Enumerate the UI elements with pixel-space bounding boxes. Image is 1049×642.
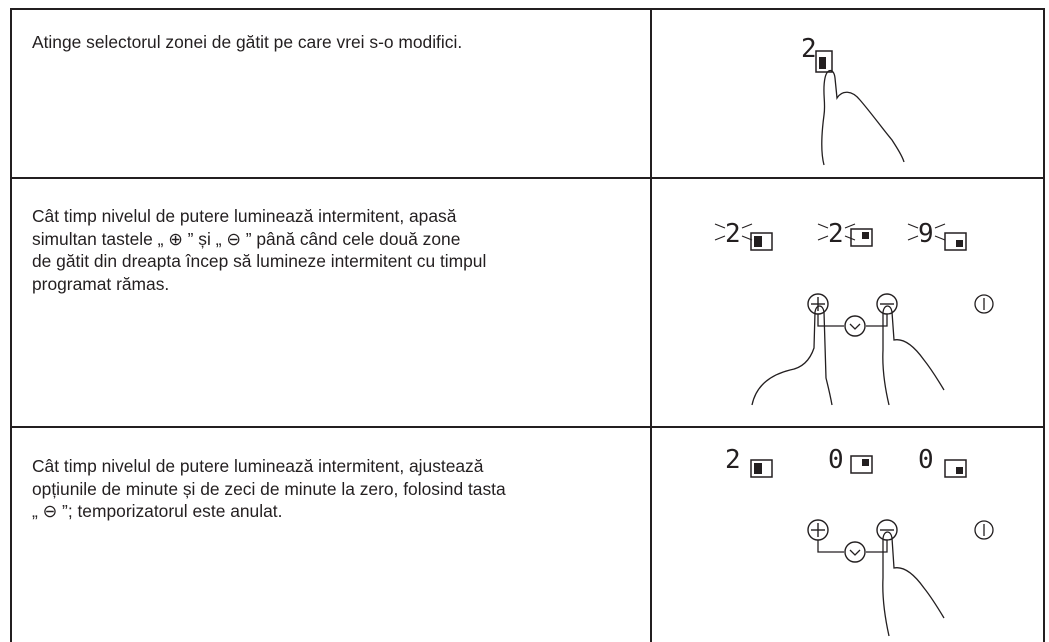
timer-tens-digit: 2 [828,219,844,249]
timer-clock-icon [844,315,866,337]
zone-fill [862,232,869,239]
zone-fill [956,240,963,247]
zone-fill [819,57,826,69]
zone-icon [750,232,773,251]
zone-fill [754,463,762,474]
step-3-illustration: 2 0 0 [725,445,994,637]
row-divider [10,177,1045,179]
zone-icon [944,232,967,251]
timer-tens-digit: 0 [828,445,844,475]
zone-icon [850,228,873,247]
zone-icon [944,459,967,478]
power-button-icon [974,294,994,314]
power-level-digit: 2 [725,445,741,475]
step-3-line: opțiunile de minute și de zeci de minute… [32,478,506,499]
step-1-instruction: Atinge selectorul zonei de gătit pe care… [32,32,463,52]
blink-rays-icon [714,223,946,241]
step-3-line: „ ⊖ ”; temporizatorul este anulat. [32,501,283,521]
power-button-icon [974,520,994,540]
zone-selector-icon [815,50,833,73]
timer-minutes-digit: 9 [918,219,934,249]
zone-icon [850,455,873,474]
step-2-illustration: 2 2 9 [714,219,994,406]
step-3-line: Cât timp nivelul de putere luminează int… [32,456,484,476]
zone-fill [754,236,762,247]
column-divider [650,8,652,642]
timer-minutes-digit: 0 [918,445,934,475]
step-2-line: simultan tastele „ ⊕ ” și „ ⊖ ” până cân… [32,228,461,249]
power-level-digit: 2 [725,219,741,249]
step-1-illustration: 2 [801,34,905,166]
finger-pointer-icon [821,69,905,166]
step-2-line: Cât timp nivelul de putere luminează int… [32,206,457,226]
row-divider [10,426,1045,428]
instruction-table [10,8,1045,642]
step-3-instruction: Cât timp nivelul de putere luminează int… [32,455,632,523]
timer-clock-icon [844,541,866,563]
step-2-line: programat rămas. [32,273,170,294]
left-finger-icon [751,305,833,406]
step-2-line: de gătit din dreapta încep să lumineze i… [32,251,487,271]
zone-icon [750,459,773,478]
step-2-instruction: Cât timp nivelul de putere luminează int… [32,205,632,295]
power-level-digit: 2 [801,34,817,64]
zone-fill [862,459,869,466]
finger-pointer-icon [882,531,945,637]
zone-fill [956,467,963,474]
right-finger-icon [882,305,945,406]
